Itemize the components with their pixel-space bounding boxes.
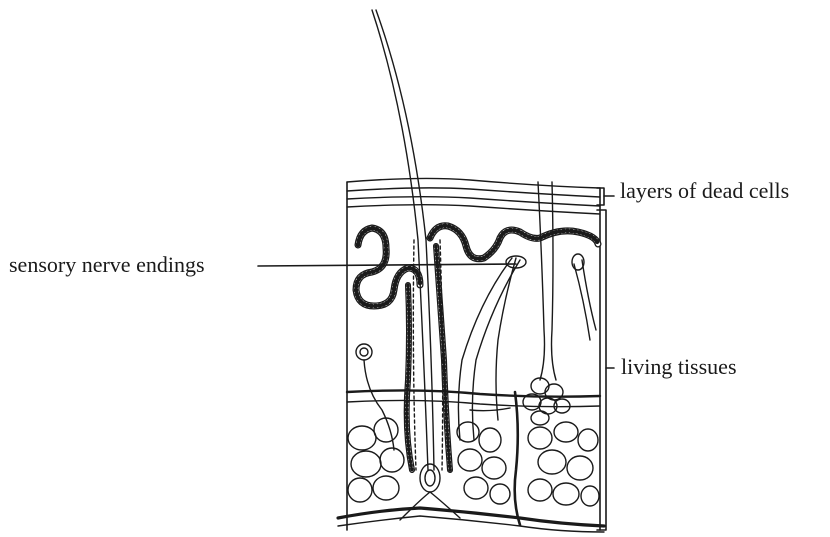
- label-sensory-nerve-endings: sensory nerve endings: [9, 254, 205, 276]
- oil-gland-cluster: [523, 378, 570, 425]
- sweat-gland-ducts: [356, 226, 598, 470]
- nerve-pointer-line: [258, 264, 516, 266]
- label-dead-cells: layers of dead cells: [620, 180, 789, 202]
- label-living-tissues: living tissues: [621, 356, 737, 378]
- dead-cell-layers: [347, 178, 600, 214]
